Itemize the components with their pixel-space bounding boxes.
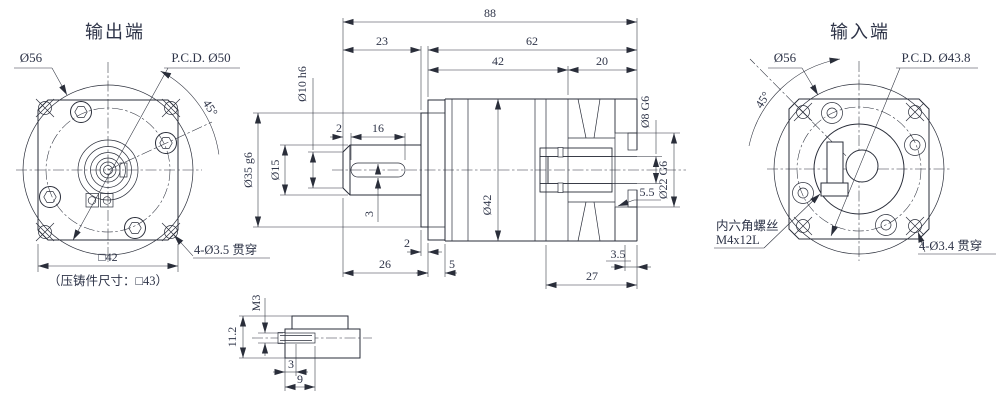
dim-flange-thk-label: 5 bbox=[449, 257, 455, 271]
screw-note-line2: M4x12L bbox=[716, 233, 760, 247]
angle-arc bbox=[160, 70, 220, 155]
output-holes-label: 4-Ø3.5 贯穿 bbox=[194, 242, 257, 257]
output-bolt-circle bbox=[45, 107, 171, 233]
angle-arc bbox=[748, 57, 841, 147]
output-view-title: 输出端 bbox=[85, 22, 145, 42]
screw-leader bbox=[763, 193, 821, 249]
hole-cross-marks bbox=[35, 98, 181, 242]
dim-depth1-label: 3 bbox=[288, 357, 294, 371]
dim-tip-dia-label: Ø10 h6 bbox=[295, 66, 309, 102]
hub-disc bbox=[813, 123, 905, 215]
clamp-slit bbox=[557, 147, 564, 158]
dim-body-dia-label: Ø42 bbox=[480, 195, 494, 216]
detail-view: M3 11.2 3 9 bbox=[225, 295, 372, 391]
pcd-leader bbox=[72, 67, 169, 241]
hub-bore bbox=[845, 149, 879, 183]
input-corner-holes bbox=[793, 102, 925, 236]
section-view: 88 23 62 42 20 2 16 3 Ø10 h6 Ø15 Ø35 g6 … bbox=[241, 6, 686, 289]
input-coupling bbox=[539, 147, 637, 193]
flange-lines bbox=[428, 112, 445, 228]
output-flange-outline bbox=[37, 99, 179, 241]
clamp-foot bbox=[820, 182, 849, 197]
input-view-title: 输入端 bbox=[830, 22, 890, 42]
dim-26-label: 26 bbox=[379, 257, 391, 271]
hex-icon bbox=[74, 106, 88, 118]
dim-55-leader bbox=[617, 199, 635, 207]
dia-leader bbox=[801, 67, 819, 96]
hex-icon bbox=[159, 137, 173, 149]
hex-icon bbox=[128, 222, 142, 234]
dim-plate-thk-label: 3.5 bbox=[611, 247, 626, 261]
square-dim-label: □42 bbox=[98, 250, 117, 264]
dim-overall-label: 88 bbox=[484, 6, 496, 20]
dim-pilot-dia-label: Ø35 g6 bbox=[241, 152, 255, 188]
dim-bore-dia-label: Ø8 G6 bbox=[638, 96, 652, 128]
gearbox-body bbox=[444, 98, 638, 242]
thread-lines bbox=[280, 335, 312, 341]
clamp-slit bbox=[557, 182, 564, 193]
dim-front-len-label: 42 bbox=[492, 54, 504, 68]
dim-boss-len-label: 2 bbox=[404, 236, 410, 250]
dim-depth2-label: 9 bbox=[297, 372, 303, 386]
dia-leader bbox=[51, 67, 68, 96]
input-hub bbox=[813, 123, 905, 215]
output-shaft bbox=[342, 144, 421, 196]
dim-key-len-label: 16 bbox=[372, 121, 384, 135]
input-holes-label: 4-Ø3.4 贯穿 bbox=[919, 238, 982, 253]
body-joints bbox=[451, 99, 616, 241]
keyway-mark bbox=[119, 162, 128, 178]
corner-hole-leader bbox=[173, 234, 194, 257]
casting-note: （压铸件尺寸：□43） bbox=[48, 273, 168, 288]
output-dia-label: Ø56 bbox=[20, 50, 43, 65]
output-shaft-detail bbox=[77, 139, 139, 208]
input-bolt-holes bbox=[792, 102, 926, 236]
dim-shaft-dia-label: Ø15 bbox=[268, 160, 282, 181]
input-end-view: 输入端 Ø56 P.C.D. bbox=[714, 22, 996, 261]
tapped-hole bbox=[284, 332, 316, 344]
gear-teeth bbox=[568, 98, 615, 242]
dim-thread-label: M3 bbox=[249, 295, 263, 312]
dim-rear-len-label: 20 bbox=[596, 54, 608, 68]
dim-body-len-label: 62 bbox=[526, 34, 538, 48]
keyway-slot bbox=[350, 162, 406, 178]
input-rim-circle bbox=[773, 83, 945, 255]
output-pcd-label: P.C.D. Ø50 bbox=[171, 50, 230, 65]
output-end-view: 输出端 bbox=[14, 22, 270, 288]
output-rim-circle bbox=[22, 84, 194, 256]
input-bolt-circle bbox=[796, 106, 922, 232]
dim-hub-dia-label: Ø22 G6 bbox=[656, 161, 670, 199]
input-dia-label: Ø56 bbox=[774, 50, 797, 65]
dim-key-depth-label: 3 bbox=[362, 211, 376, 217]
clamp-boss bbox=[826, 141, 844, 184]
clamp-block bbox=[85, 193, 99, 208]
clamp-block bbox=[100, 193, 114, 208]
dim-rear-offset-label: 5.5 bbox=[640, 185, 655, 199]
hole-cross-marks bbox=[793, 102, 925, 236]
corner-hole-leader bbox=[917, 231, 926, 253]
input-pcd-label: P.C.D. Ø43.8 bbox=[902, 50, 971, 65]
dim-key-offset-label: 2 bbox=[336, 121, 342, 135]
hole-stub bbox=[277, 332, 286, 344]
detail-ext-lines bbox=[239, 315, 316, 391]
dim-height-label: 11.2 bbox=[225, 327, 239, 348]
hex-icon bbox=[43, 191, 57, 203]
extension-lines bbox=[253, 18, 680, 289]
output-corner-holes bbox=[35, 98, 181, 242]
screw-note-line1: 内六角螺丝 bbox=[716, 219, 779, 233]
dim-27-label: 27 bbox=[586, 269, 598, 283]
hex-screws bbox=[39, 101, 177, 239]
dim-shaft-len-label: 23 bbox=[376, 34, 388, 48]
pcd-leader bbox=[830, 67, 901, 237]
